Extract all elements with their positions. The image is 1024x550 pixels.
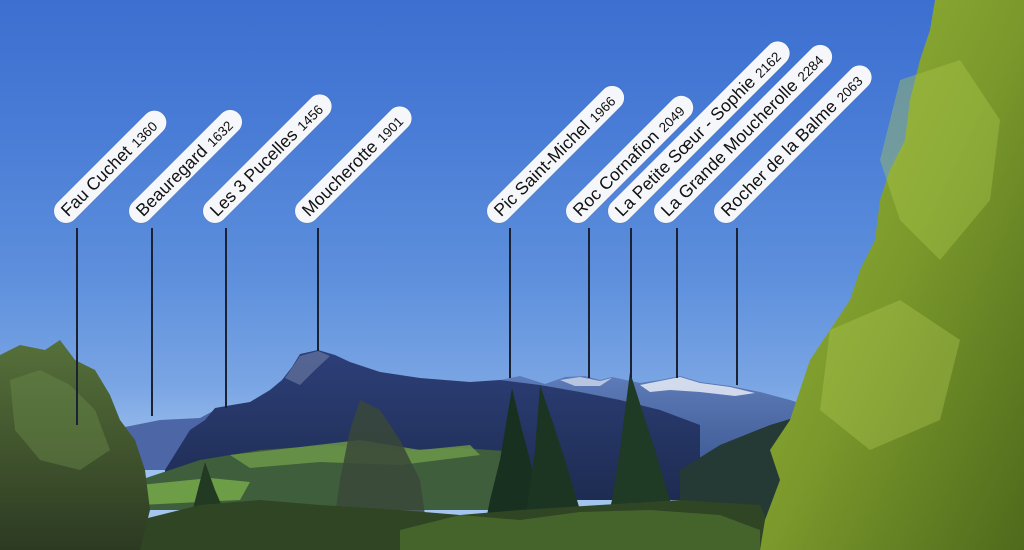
leader-line-rocher-de-la-balme — [736, 228, 738, 385]
leader-line-fau-cuchet — [76, 228, 78, 425]
leader-line-moucherotte — [317, 228, 319, 351]
leader-line-les-3-pucelles — [225, 228, 227, 408]
left-tree — [0, 340, 150, 550]
right-tree — [760, 0, 1024, 550]
leader-line-pic-saint-michel — [509, 228, 511, 378]
leader-line-la-petite-soeur — [630, 228, 632, 378]
leader-line-la-grande-moucherolle — [676, 228, 678, 378]
leader-line-beauregard — [151, 228, 153, 416]
leader-line-roc-cornafion — [588, 228, 590, 378]
